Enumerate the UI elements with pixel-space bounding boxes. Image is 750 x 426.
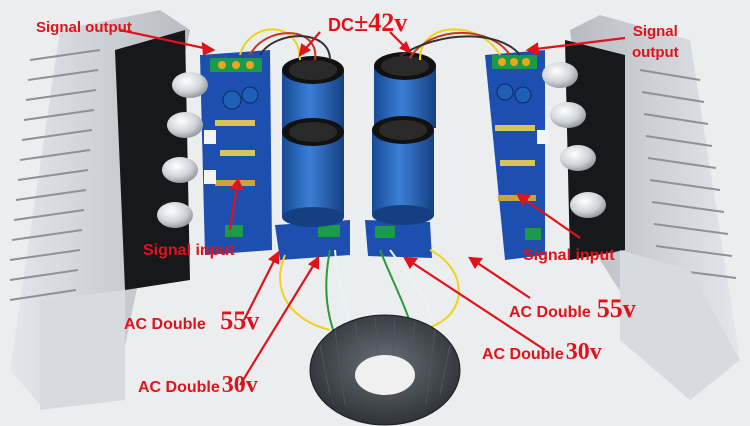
ac-30v-left-text: AC Double [138, 379, 220, 396]
power-supply-boards [275, 220, 432, 260]
right-power-transistors [542, 62, 606, 218]
ac-double-30v-left-label: AC Double30v [138, 373, 258, 397]
signal-output-left-label: Signal output [36, 19, 132, 36]
signal-output-right-line1: Signal [632, 23, 678, 40]
ac-55v-left-text: AC Double [124, 316, 206, 333]
dc-voltage-label: DC±42v [328, 10, 407, 36]
filter-capacitors [282, 52, 436, 227]
right-amplifier-board [485, 50, 549, 260]
dc-value: ±42v [354, 8, 408, 37]
signal-output-right-line2: output [632, 44, 679, 61]
ac-30v-right-text: AC Double [482, 346, 564, 363]
left-amplifier-board [200, 50, 272, 255]
toroidal-transformer [309, 314, 461, 426]
ac-double-30v-right-label: AC Double30v [482, 340, 602, 364]
ac-double-55v-left-label: AC Double 55v [124, 308, 259, 334]
dc-text: DC [328, 15, 354, 35]
signal-input-left-label: Signal input [143, 242, 235, 259]
left-heatsink [9, 10, 190, 410]
ac-double-55v-right-label: AC Double 55v [509, 296, 636, 322]
ac-55v-right-text: AC Double [509, 304, 591, 321]
signal-input-right-label: Signal input [523, 247, 615, 264]
ac-30v-right-value: 30v [565, 339, 602, 365]
annotation-arrows [119, 28, 626, 386]
ac-55v-right-value: 55v [596, 294, 636, 323]
ac-30v-left-value: 30v [221, 372, 258, 398]
signal-output-right-label: Signal output [632, 24, 679, 60]
ac-55v-left-value: 55v [220, 306, 260, 335]
left-power-transistors [157, 72, 208, 228]
